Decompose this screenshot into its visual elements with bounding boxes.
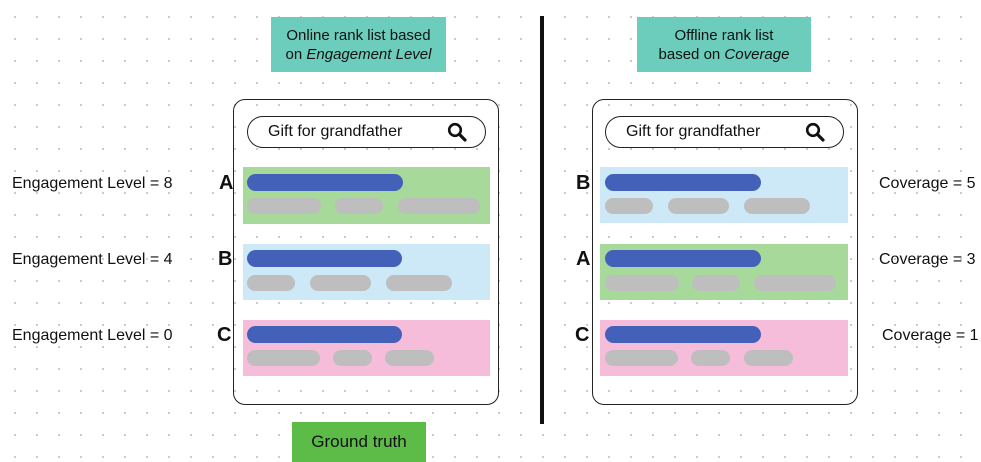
right-header-line2: based on Coverage — [637, 45, 811, 64]
left-result-pill — [247, 275, 295, 291]
left-header-emphasis: Engagement Level — [306, 45, 432, 63]
left-result-pill — [310, 275, 371, 291]
ground-truth-label: Ground truth — [292, 422, 426, 462]
right-rank-letter-3: C — [575, 324, 590, 346]
search-icon[interactable] — [447, 122, 467, 142]
left-header: Online rank list based on Engagement Lev… — [271, 17, 446, 72]
right-rank-letter-2: A — [576, 248, 591, 270]
left-result-pill — [398, 198, 480, 214]
left-result-pill — [247, 198, 321, 214]
right-search-bar[interactable]: Gift for grandfather — [605, 116, 844, 148]
search-icon[interactable] — [805, 122, 825, 142]
right-rank-letter-1: B — [576, 172, 591, 194]
center-divider — [540, 16, 544, 424]
left-result-pill — [335, 198, 383, 214]
right-result-title-bar — [605, 250, 761, 267]
right-coverage-label-1: Coverage = 5 — [879, 175, 976, 192]
right-result-pill — [691, 350, 730, 366]
right-header: Offline rank list based on Coverage — [637, 17, 811, 72]
right-result-title-bar — [605, 174, 761, 191]
left-result-title-bar — [247, 326, 402, 343]
left-result-pill — [385, 350, 434, 366]
left-result-pill — [333, 350, 372, 366]
left-result-title-bar — [247, 174, 403, 191]
left-phone-frame — [233, 99, 499, 405]
right-coverage-label-2: Coverage = 3 — [879, 251, 976, 268]
right-result-pill — [744, 198, 810, 214]
left-header-line2: on Engagement Level — [271, 45, 446, 64]
right-search-query: Gift for grandfather — [626, 123, 761, 140]
right-result-pill — [605, 350, 678, 366]
right-header-line1: Offline rank list — [674, 26, 774, 44]
left-search-query: Gift for grandfather — [268, 123, 403, 140]
left-header-line1: Online rank list based — [286, 26, 431, 44]
left-search-bar[interactable]: Gift for grandfather — [247, 116, 486, 148]
left-rank-letter-2: B — [218, 248, 233, 270]
left-header-prefix: on — [285, 45, 307, 63]
left-result-title-bar — [247, 250, 402, 267]
right-phone-frame — [592, 99, 858, 405]
left-engagement-label-1: Engagement Level = 8 — [12, 175, 173, 192]
left-engagement-label-2: Engagement Level = 4 — [12, 251, 173, 268]
left-rank-letter-1: A — [219, 172, 234, 194]
right-header-prefix: based on — [658, 45, 725, 63]
left-result-pill — [386, 275, 452, 291]
right-result-pill — [605, 275, 679, 291]
right-result-pill — [668, 198, 729, 214]
right-result-pill — [754, 275, 836, 291]
right-result-pill — [605, 198, 653, 214]
right-coverage-label-3: Coverage = 1 — [882, 327, 979, 344]
right-result-title-bar — [605, 326, 761, 343]
left-result-pill — [247, 350, 320, 366]
left-rank-letter-3: C — [217, 324, 232, 346]
right-result-pill — [744, 350, 793, 366]
left-engagement-label-3: Engagement Level = 0 — [12, 327, 173, 344]
right-header-emphasis: Coverage — [724, 45, 790, 63]
right-result-pill — [692, 275, 740, 291]
